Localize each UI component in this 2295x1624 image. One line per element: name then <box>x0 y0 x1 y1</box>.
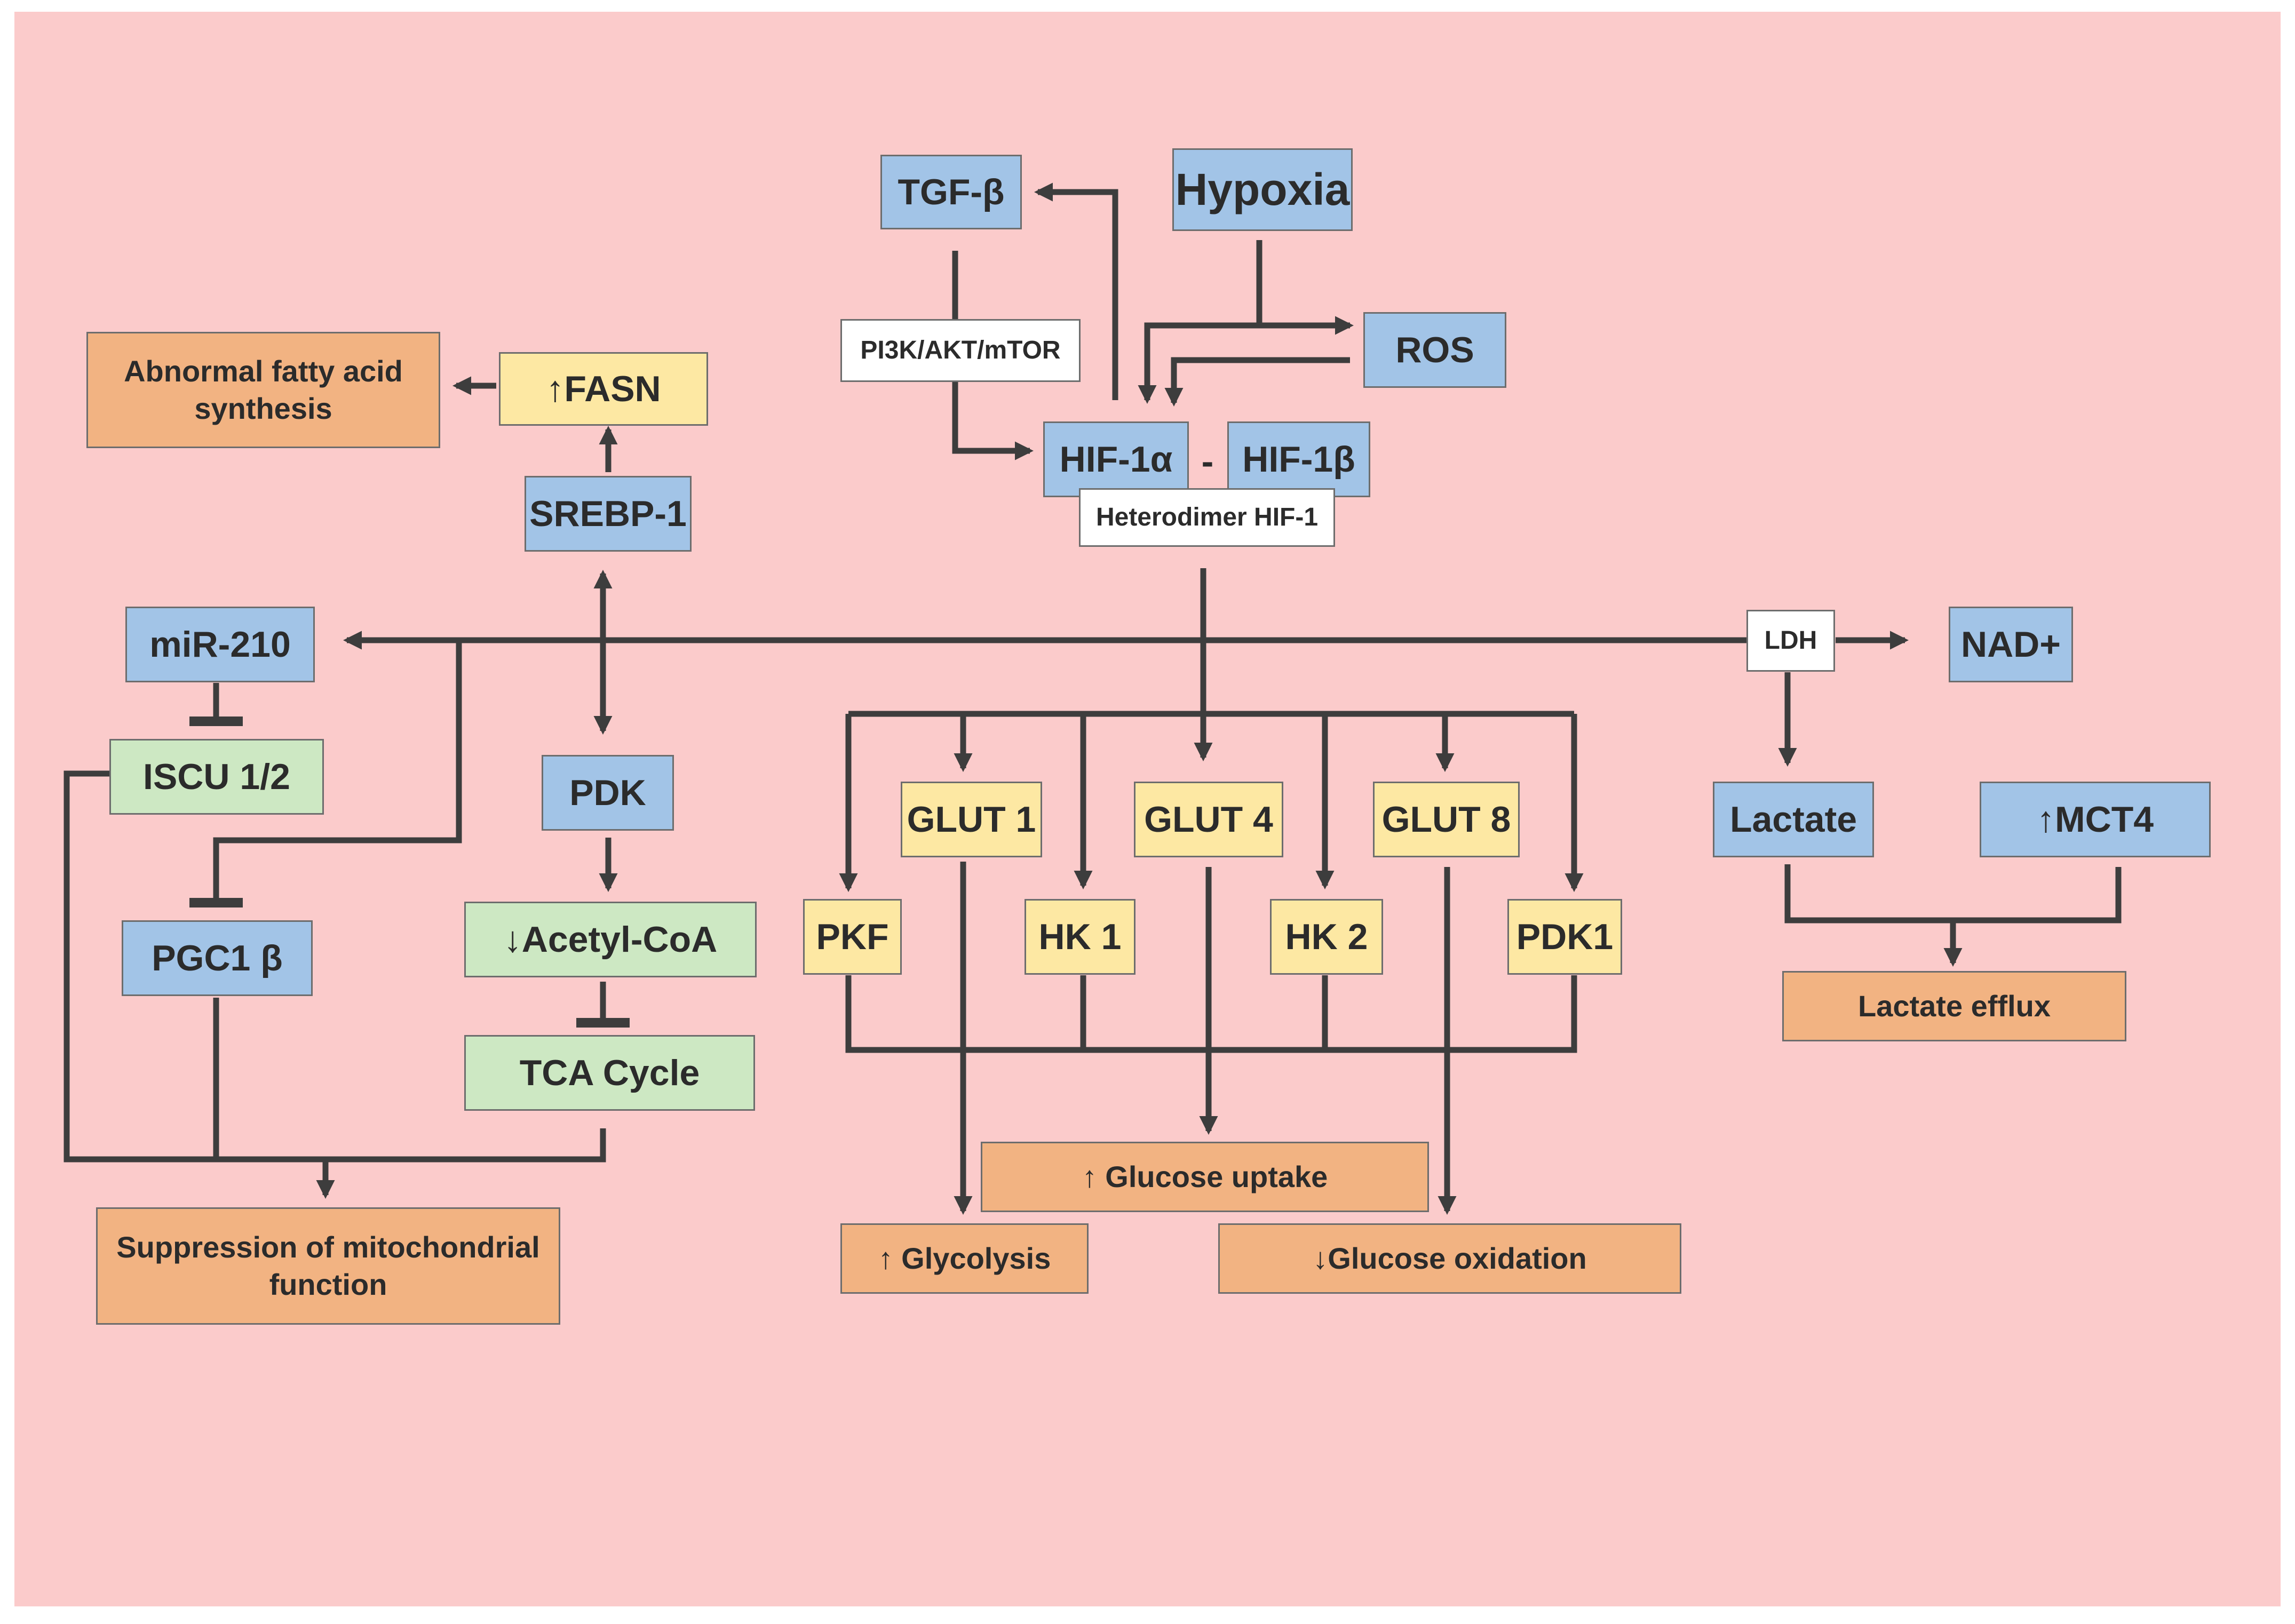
node-glut1: GLUT 1 <box>901 782 1042 857</box>
connector-ros-to-hif <box>1164 357 1350 407</box>
hif-dimer-dash: - <box>1201 441 1214 482</box>
connector-bus-to-pgc1b <box>213 640 462 902</box>
node-acetyl-coa: ↓Acetyl-CoA <box>464 902 757 977</box>
connector-hif1a-to-tgfb <box>1034 182 1118 400</box>
connector-iscu-to-suppression <box>63 770 606 1163</box>
node-ldh: LDH <box>1746 610 1835 672</box>
node-pdk: PDK <box>542 755 674 831</box>
node-ros: ROS <box>1363 312 1506 388</box>
node-tgf-beta: TGF-β <box>880 155 1022 229</box>
node-glucose-uptake: ↑ Glucose uptake <box>981 1142 1429 1212</box>
node-nad: NAD+ <box>1949 607 2073 682</box>
node-pdk1: PDK1 <box>1507 899 1622 975</box>
node-hypoxia: Hypoxia <box>1172 148 1353 231</box>
node-fasn: ↑FASN <box>499 352 708 426</box>
node-hk2: HK 2 <box>1270 899 1383 975</box>
node-abnormal-fatty-acid-synthesis: Abnormal fatty acid synthesis <box>86 332 440 448</box>
node-lactate: Lactate <box>1713 782 1874 857</box>
node-mct4: ↑MCT4 <box>1980 782 2211 857</box>
node-glucose-oxidation: ↓Glucose oxidation <box>1218 1223 1681 1294</box>
node-glycolysis: ↑ Glycolysis <box>840 1223 1089 1294</box>
node-lactate-efflux: Lactate efflux <box>1782 971 2126 1041</box>
connector-lactate-mct4-to-efflux <box>1784 864 2122 924</box>
node-suppression-mitochondrial-function: Suppression of mitochondrial function <box>96 1207 560 1325</box>
connector-hypoxia-to-hif1a <box>1138 322 1259 404</box>
node-pi3k-akt-mtor: PI3K/AKT/mTOR <box>840 319 1081 382</box>
connector-hypoxia-to-ros <box>1256 240 1354 335</box>
node-hif1b: HIF-1β <box>1227 421 1370 497</box>
node-iscu-1-2: ISCU 1/2 <box>109 739 324 815</box>
node-srebp1: SREBP-1 <box>525 476 692 552</box>
node-heterodimer-hif1: Heterodimer HIF-1 <box>1079 488 1335 547</box>
node-hk1: HK 1 <box>1025 899 1135 975</box>
node-hif1a: HIF-1α <box>1043 421 1189 497</box>
node-glut8: GLUT 8 <box>1373 782 1520 857</box>
node-glut4: GLUT 4 <box>1134 782 1283 857</box>
node-mir210: miR-210 <box>125 607 315 682</box>
connector-pi3k-to-hif1a <box>952 381 1034 460</box>
node-pgc1-beta: PGC1 β <box>122 920 313 996</box>
node-tca-cycle: TCA Cycle <box>464 1035 755 1111</box>
node-pkf: PKF <box>803 899 902 975</box>
